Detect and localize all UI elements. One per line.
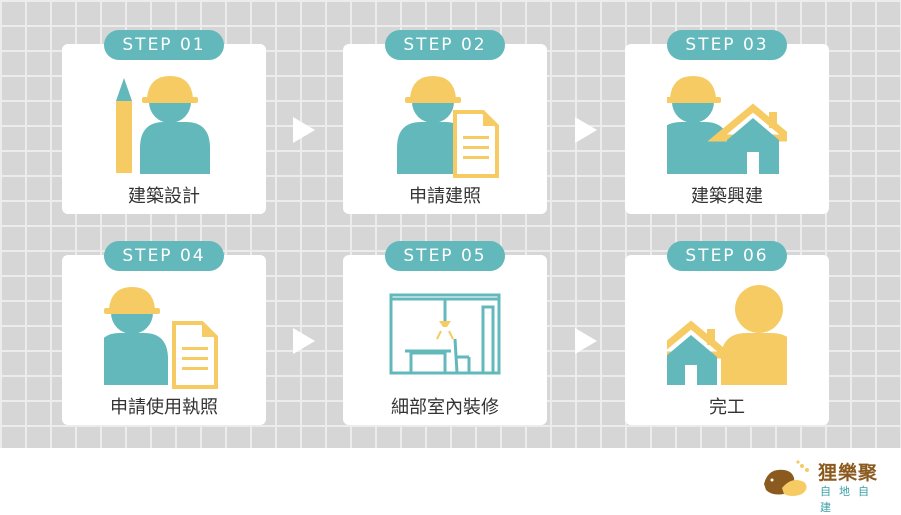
raccoon-logo-icon [764,460,809,496]
arrow-right-icon [293,328,315,354]
arrow-right-icon [293,117,315,143]
brand-logo: 狸樂聚 自地自建 [762,456,892,514]
step-label: 建築設計 [128,186,200,207]
worker-house-icon [667,76,787,174]
worker-pencil-icon [116,76,210,174]
step-badge: STEP 04 [104,241,224,271]
step-badge: STEP 06 [667,241,787,271]
worker-document-icon [397,76,499,178]
step-label: 申請使用執照 [110,397,218,418]
arrow-right-icon [575,328,597,354]
step-label: 建築興建 [691,186,763,207]
step-card-06: STEP 06 完工 [625,241,829,425]
step-label: 申請建照 [409,186,481,207]
interior-room-icon [389,293,501,375]
step-card-05: STEP 05 細部室內裝修 [343,241,547,425]
footer: 狸樂聚 自地自建 [0,448,901,514]
brand-title: 狸樂聚 [818,462,879,484]
house-person-icon [667,285,787,385]
step-label: 完工 [709,397,745,418]
step-card-01: STEP 01 建築設計 [62,30,266,214]
step-badge: STEP 05 [385,241,505,271]
step-card-04: STEP 04 申請使用執照 [62,241,266,425]
step-badge: STEP 01 [104,30,224,60]
step-card-03: STEP 03 建築興建 [625,30,829,214]
step-card-02: STEP 02 申請建照 [343,30,547,214]
arrow-right-icon [575,117,597,143]
worker-document-icon [104,287,218,389]
step-badge: STEP 03 [667,30,787,60]
step-badge: STEP 02 [385,30,505,60]
step-label: 細部室內裝修 [391,397,499,418]
brand-subtitle: 自地自建 [820,485,877,514]
